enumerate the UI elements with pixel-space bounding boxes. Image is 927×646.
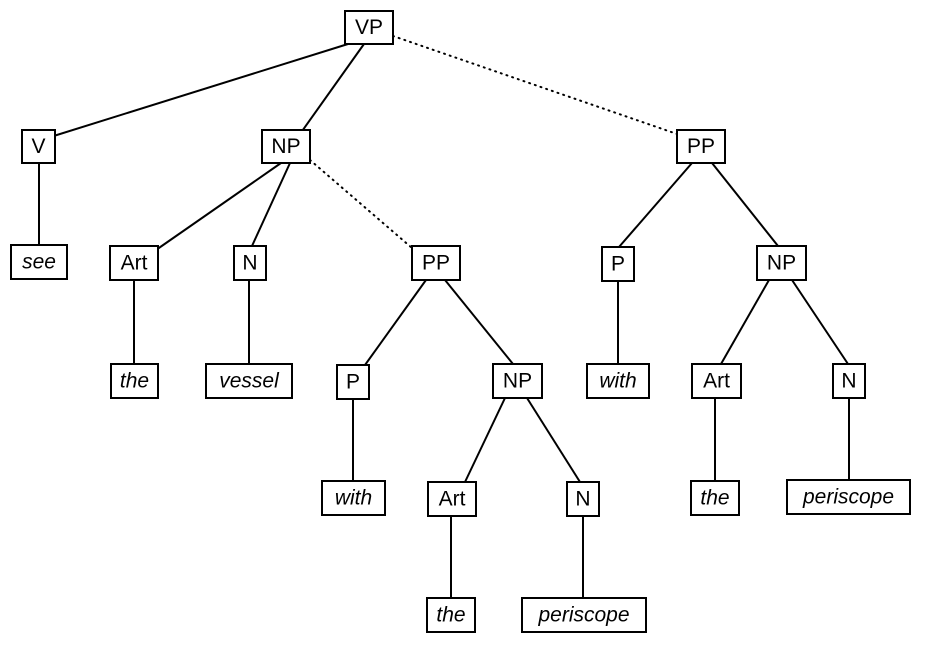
node-box-vessel — [205, 363, 293, 399]
tree-edge-NP_right-to-Art_r — [720, 279, 770, 365]
tree-node-NP1[interactable]: NP — [261, 129, 311, 164]
node-label-with_r: with — [599, 370, 636, 393]
tree-node-N1[interactable]: N — [233, 245, 267, 281]
node-box-periscope_m — [521, 597, 647, 633]
tree-node-Art1[interactable]: Art — [109, 245, 159, 281]
tree-edge-NP1-to-N1 — [251, 162, 291, 247]
tree-node-see[interactable]: see — [10, 244, 68, 280]
node-label-NP1: NP — [271, 135, 300, 158]
tree-node-N_m[interactable]: N — [566, 481, 600, 517]
node-box-the_m — [426, 597, 476, 633]
node-label-N1: N — [242, 252, 257, 275]
node-box-the_r — [690, 480, 740, 516]
node-label-with_m: with — [335, 487, 372, 510]
node-label-the_r: the — [700, 487, 729, 510]
node-box-VP — [344, 10, 394, 45]
node-box-see — [10, 244, 68, 280]
node-label-PP_mid: PP — [422, 252, 450, 275]
node-box-Art_r — [691, 363, 742, 399]
tree-node-Art_r[interactable]: Art — [691, 363, 742, 399]
tree-edge-NP1-to-Art1 — [155, 162, 282, 251]
tree-edge-PP_mid-to-NP_mid — [444, 279, 514, 365]
node-label-N_m: N — [575, 488, 590, 511]
node-label-V: V — [31, 135, 45, 158]
node-box-with_m — [321, 480, 386, 516]
tree-node-periscope_m[interactable]: periscope — [521, 597, 647, 633]
tree-edge-VP-to-V — [43, 43, 349, 140]
node-box-N_r — [832, 363, 866, 399]
node-box-V — [21, 129, 56, 164]
tree-edge-VP-to-NP1 — [299, 43, 365, 135]
node-label-VP: VP — [355, 16, 383, 39]
tree-node-the_r[interactable]: the — [690, 480, 740, 516]
node-label-NP_mid: NP — [503, 370, 532, 393]
tree-edge-PP_mid-to-P_mid — [364, 279, 427, 366]
node-label-the_m: the — [436, 604, 465, 627]
node-label-periscope_r: periscope — [802, 486, 894, 509]
node-box-with_r — [586, 363, 650, 399]
node-box-P_mid — [336, 364, 370, 400]
tree-node-with_r[interactable]: with — [586, 363, 650, 399]
tree-node-P_right[interactable]: P — [601, 246, 635, 282]
node-label-P_mid: P — [346, 371, 360, 394]
node-label-N_r: N — [841, 370, 856, 393]
tree-node-N_r[interactable]: N — [832, 363, 866, 399]
node-box-NP_right — [756, 245, 807, 281]
tree-node-periscope_r[interactable]: periscope — [786, 479, 911, 515]
tree-edge-PP_right-to-NP_right — [711, 162, 779, 247]
node-box-PP_mid — [411, 245, 461, 281]
tree-node-V[interactable]: V — [21, 129, 56, 164]
tree-node-VP[interactable]: VP — [344, 10, 394, 45]
edge-layer — [38, 35, 850, 598]
node-label-Art_r: Art — [703, 370, 730, 393]
tree-edge-VP-to-PP_right — [392, 35, 678, 135]
node-label-NP_right: NP — [767, 252, 796, 275]
node-box-Art_m — [427, 481, 477, 517]
tree-node-PP_right[interactable]: PP — [676, 129, 726, 164]
tree-edge-NP_mid-to-N_m — [526, 397, 581, 483]
node-label-Art_m: Art — [439, 488, 466, 511]
tree-edge-NP_right-to-N_r — [791, 279, 849, 365]
node-box-N_m — [566, 481, 600, 517]
node-box-N1 — [233, 245, 267, 281]
node-box-Art1 — [109, 245, 159, 281]
node-label-PP_right: PP — [687, 135, 715, 158]
node-box-periscope_r — [786, 479, 911, 515]
node-box-PP_right — [676, 129, 726, 164]
node-label-periscope_m: periscope — [537, 604, 629, 627]
node-label-Art1: Art — [121, 252, 148, 275]
tree-node-the_m[interactable]: the — [426, 597, 476, 633]
tree-edge-NP_mid-to-Art_m — [464, 397, 506, 483]
node-label-P_right: P — [611, 253, 625, 276]
tree-node-P_mid[interactable]: P — [336, 364, 370, 400]
tree-node-NP_right[interactable]: NP — [756, 245, 807, 281]
node-box-NP1 — [261, 129, 311, 164]
tree-node-with_m[interactable]: with — [321, 480, 386, 516]
node-box-the1 — [110, 363, 159, 399]
node-label-vessel: vessel — [219, 370, 280, 393]
tree-node-vessel[interactable]: vessel — [205, 363, 293, 399]
node-box-NP_mid — [492, 363, 543, 399]
tree-node-Art_m[interactable]: Art — [427, 481, 477, 517]
tree-edge-NP1-to-PP_mid — [309, 159, 413, 249]
node-label-see: see — [22, 251, 56, 274]
tree-node-NP_mid[interactable]: NP — [492, 363, 543, 399]
node-label-the1: the — [120, 370, 149, 393]
tree-node-the1[interactable]: the — [110, 363, 159, 399]
node-box-P_right — [601, 246, 635, 282]
tree-edge-PP_right-to-P_right — [618, 162, 693, 248]
tree-node-PP_mid[interactable]: PP — [411, 245, 461, 281]
